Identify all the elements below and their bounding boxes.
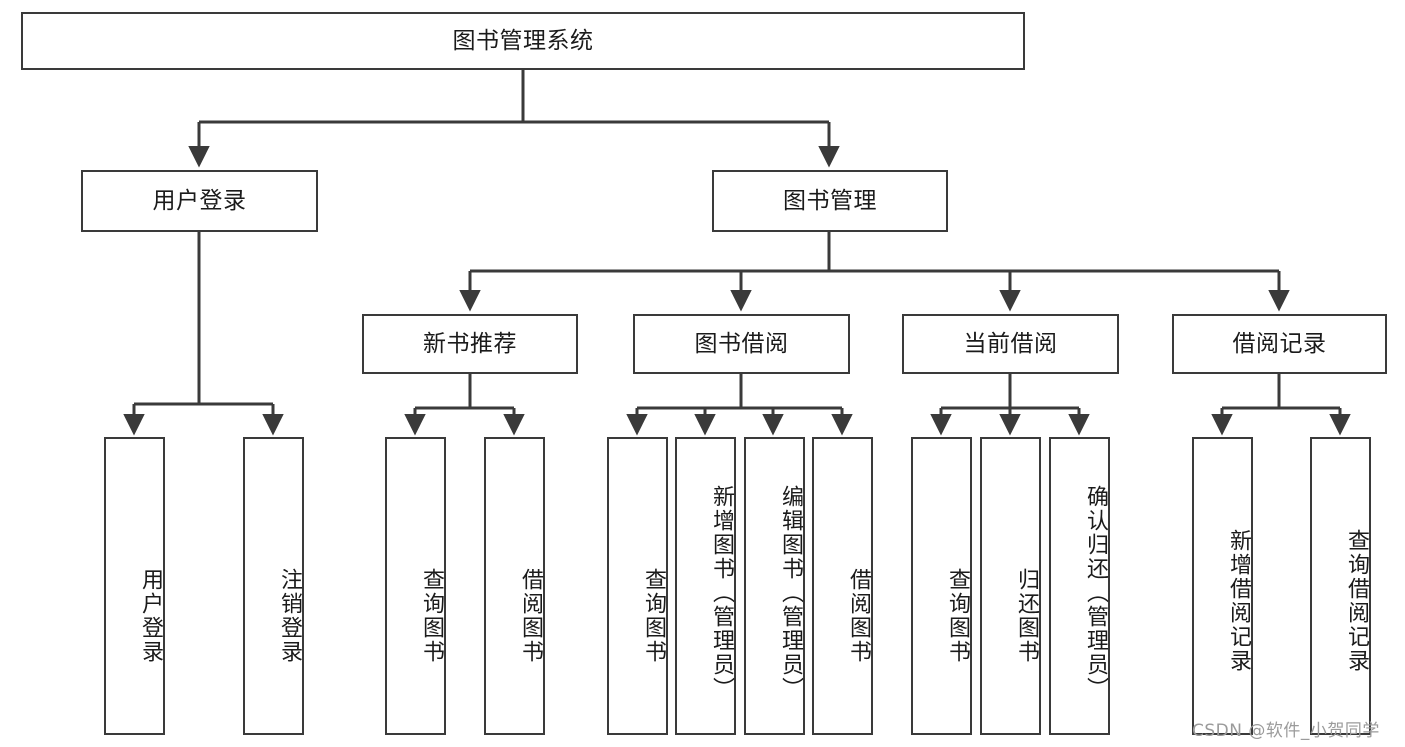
node-user-login-label: 用户登录 xyxy=(152,187,247,214)
leaf-add-book-admin[interactable]: 新增图书（管理员） xyxy=(675,437,736,735)
leaf-confirm-return-admin[interactable]: 确认归还（管理员） xyxy=(1049,437,1110,735)
leaf-user-logout[interactable]: 注销登录 xyxy=(243,437,304,735)
leaf-edit-book-admin[interactable]: 编辑图书（管理员） xyxy=(744,437,805,735)
leaf-add-book-admin-label: 新增图书（管理员） xyxy=(709,485,734,701)
leaf-query-book-borrow[interactable]: 查询图书 xyxy=(607,437,668,735)
node-book-borrow-label: 图书借阅 xyxy=(694,330,789,357)
node-book-management-label: 图书管理 xyxy=(783,187,877,214)
leaf-edit-book-admin-label: 编辑图书（管理员） xyxy=(778,485,803,701)
leaf-borrow-book-borrow[interactable]: 借阅图书 xyxy=(812,437,873,735)
leaf-user-logout-label: 注销登录 xyxy=(277,568,302,664)
leaf-return-book-label: 归还图书 xyxy=(1014,568,1039,664)
node-new-book-recommend[interactable]: 新书推荐 xyxy=(362,314,578,374)
csdn-watermark-text: CSDN @软件_小贺同学 xyxy=(1192,721,1380,741)
leaf-query-book-current[interactable]: 查询图书 xyxy=(911,437,972,735)
csdn-watermark: CSDN @软件_小贺同学 xyxy=(1192,716,1380,741)
leaf-query-book-recommend[interactable]: 查询图书 xyxy=(385,437,446,735)
node-borrow-record-label: 借阅记录 xyxy=(1232,330,1327,357)
leaf-borrow-book-recommend-label: 借阅图书 xyxy=(518,568,543,664)
leaf-return-book[interactable]: 归还图书 xyxy=(980,437,1041,735)
node-user-login[interactable]: 用户登录 xyxy=(81,170,318,232)
leaf-add-borrow-record-label: 新增借阅记录 xyxy=(1226,529,1251,673)
leaf-user-login-label: 用户登录 xyxy=(138,568,163,664)
node-current-borrow[interactable]: 当前借阅 xyxy=(902,314,1119,374)
leaf-query-book-recommend-label: 查询图书 xyxy=(419,568,444,664)
node-book-borrow[interactable]: 图书借阅 xyxy=(633,314,850,374)
leaf-add-borrow-record[interactable]: 新增借阅记录 xyxy=(1192,437,1253,735)
leaf-query-book-borrow-label: 查询图书 xyxy=(641,568,666,664)
node-new-book-recommend-label: 新书推荐 xyxy=(423,330,517,357)
leaf-query-borrow-record-label: 查询借阅记录 xyxy=(1344,529,1369,673)
node-book-management[interactable]: 图书管理 xyxy=(712,170,948,232)
node-root-book-management-system[interactable]: 图书管理系统 xyxy=(21,12,1025,70)
leaf-confirm-return-admin-label: 确认归还（管理员） xyxy=(1083,485,1108,701)
node-current-borrow-label: 当前借阅 xyxy=(963,330,1058,357)
leaf-query-book-current-label: 查询图书 xyxy=(945,568,970,664)
leaf-borrow-book-recommend[interactable]: 借阅图书 xyxy=(484,437,545,735)
node-borrow-record[interactable]: 借阅记录 xyxy=(1172,314,1387,374)
leaf-user-login[interactable]: 用户登录 xyxy=(104,437,165,735)
leaf-query-borrow-record[interactable]: 查询借阅记录 xyxy=(1310,437,1371,735)
node-root-label: 图书管理系统 xyxy=(452,27,594,54)
leaf-borrow-book-borrow-label: 借阅图书 xyxy=(846,568,871,664)
